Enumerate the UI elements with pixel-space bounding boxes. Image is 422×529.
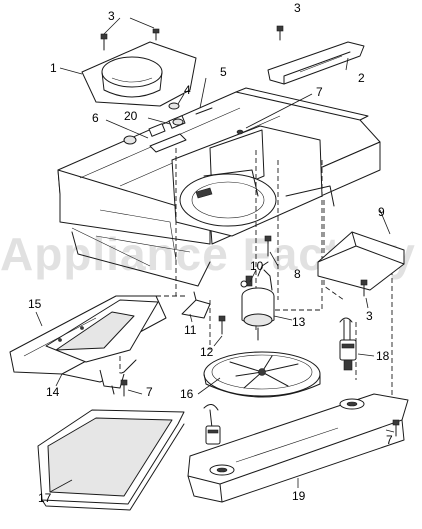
callout-label: 13 <box>292 315 306 329</box>
part-light-socket-right <box>339 317 357 371</box>
callout-label: 20 <box>124 109 138 123</box>
part-front-panel <box>187 393 409 503</box>
callout-label: 12 <box>200 345 214 359</box>
callout-label: 3 <box>108 9 115 23</box>
callout-label: 17 <box>38 491 52 505</box>
part-light-socket-left <box>203 404 221 445</box>
callout-label: 5 <box>220 65 227 79</box>
part-filter-channel <box>9 295 167 395</box>
part-clip-and-screw <box>181 291 226 335</box>
callout-label: 11 <box>184 323 197 337</box>
callout-label: 10 <box>250 259 264 273</box>
callout-label: 15 <box>28 297 42 311</box>
callout-label: 4 <box>184 83 191 97</box>
callout-label: 16 <box>180 387 194 401</box>
callout-label: 14 <box>46 385 60 399</box>
callout-label: 6 <box>92 111 99 125</box>
callout-leaders <box>35 17 395 493</box>
callout-label: 7 <box>146 385 153 399</box>
callout-label: 2 <box>358 71 365 85</box>
callout-label: 18 <box>376 349 390 363</box>
part-motor <box>240 261 275 341</box>
callout-label: 7 <box>386 433 393 447</box>
part-grease-filter <box>37 409 185 511</box>
part-screws-right <box>264 235 368 297</box>
part-damper-bracket <box>267 25 365 85</box>
part-hood-housing <box>57 87 381 287</box>
callout-label: 8 <box>294 267 301 281</box>
callout-label: 9 <box>378 205 385 219</box>
callout-label: 3 <box>294 1 301 15</box>
callout-label: 19 <box>292 489 306 503</box>
part-screws-bottom <box>120 379 400 437</box>
callout-labels: 3 3 1 2 5 4 7 20 6 9 10 8 11 13 15 3 12 … <box>28 1 393 505</box>
part-duct-collar <box>81 41 197 107</box>
callout-label: 3 <box>366 309 373 323</box>
callout-label: 7 <box>316 85 323 99</box>
part-fan-assembly <box>203 351 321 398</box>
part-mounting-bracket <box>317 231 405 291</box>
callout-label: 1 <box>50 61 57 75</box>
